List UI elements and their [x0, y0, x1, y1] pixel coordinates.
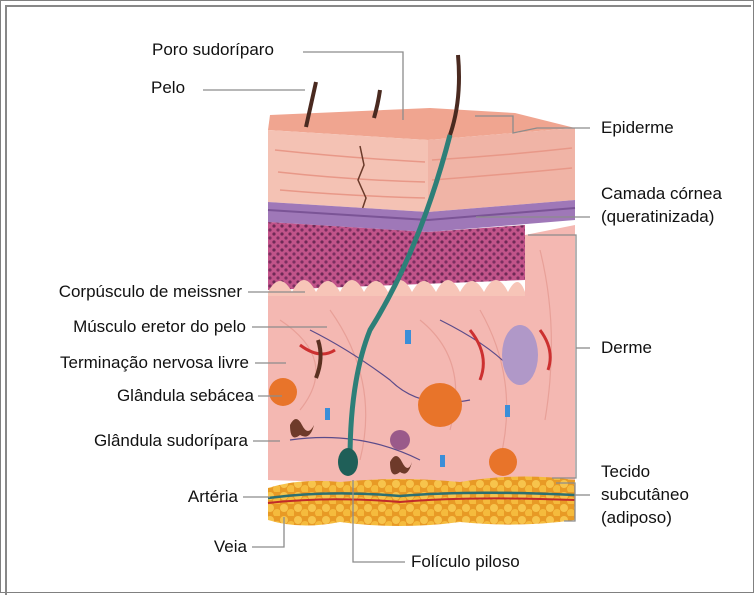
label-corpusculo-de-meissner: Corpúsculo de meissner	[59, 282, 242, 302]
label-arteria: Artéria	[188, 487, 238, 507]
label-poro-sudoriparo: Poro sudoríparo	[152, 40, 274, 60]
epidermis-layer	[268, 128, 575, 212]
follicle-bulb-shape	[338, 448, 358, 476]
label-musculo-eretor: Músculo eretor do pelo	[73, 317, 246, 337]
label-terminacao-nervosa: Terminação nervosa livre	[60, 353, 249, 373]
label-tecido-line2: subcutâneo	[601, 485, 689, 505]
label-camada-cornea-line2: (queratinizada)	[601, 207, 714, 227]
label-veia: Veia	[214, 537, 247, 557]
label-tecido-line1: Tecido	[601, 462, 650, 482]
leader-poro	[303, 52, 403, 120]
label-foliculo-piloso: Folículo piloso	[411, 552, 520, 572]
subcutaneous-fat-layer	[268, 476, 575, 526]
label-pelo: Pelo	[151, 78, 185, 98]
label-tecido-line3: (adiposo)	[601, 508, 672, 528]
label-derme: Derme	[601, 338, 652, 358]
label-epiderme: Epiderme	[601, 118, 674, 138]
label-camada-cornea-line1: Camada córnea	[601, 184, 722, 204]
label-glandula-sebacea: Glândula sebácea	[117, 386, 254, 406]
label-glandula-sudoripara: Glândula sudorípara	[94, 431, 248, 451]
papillary-layer	[268, 222, 525, 300]
